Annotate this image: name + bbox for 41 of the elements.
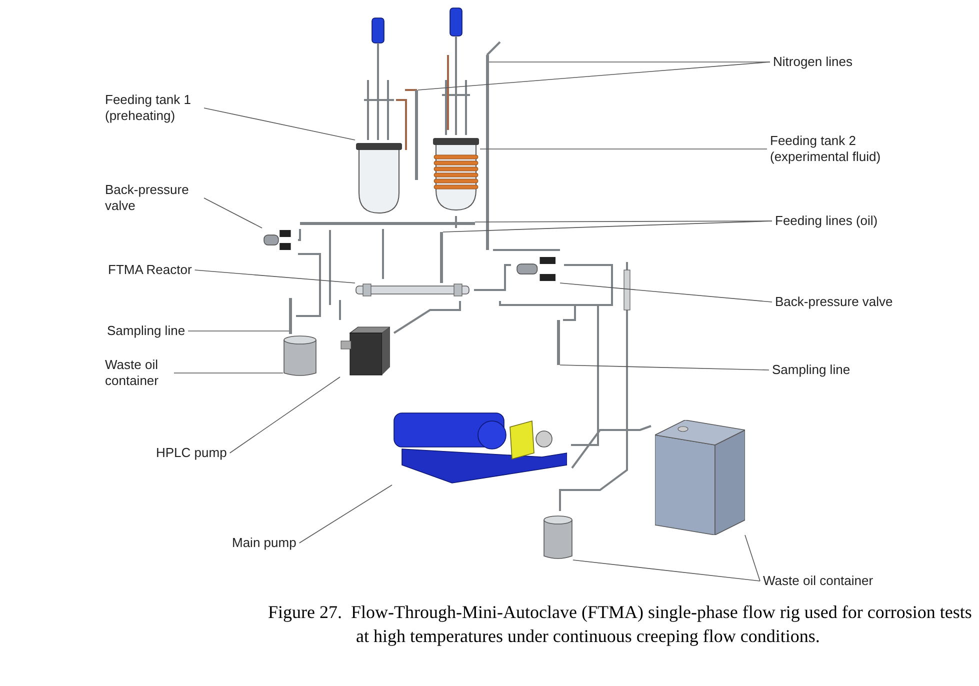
- feeding-tank-drawing: [432, 135, 480, 212]
- leader-line: [229, 376, 340, 454]
- pipe: [440, 232, 443, 283]
- leader-line: [194, 270, 356, 284]
- container-drawing: [655, 420, 745, 535]
- pipe: [557, 320, 560, 365]
- pump-drawing: [340, 325, 390, 377]
- reactor-tube-drawing: [355, 283, 470, 297]
- feeding-tank-drawing: [355, 140, 403, 215]
- container-drawing: [543, 515, 573, 560]
- leader-line: [442, 220, 772, 232]
- leader-line: [744, 534, 760, 582]
- leader-line: [480, 148, 768, 150]
- callout-label: Feeding lines (oil): [775, 213, 878, 229]
- callout-label: Sampling line: [772, 362, 850, 378]
- callout-label: FTMA Reactor: [108, 262, 192, 278]
- leader-line: [174, 372, 284, 374]
- container-drawing: [283, 335, 317, 377]
- callout-label: Feeding tank 1 (preheating): [105, 92, 201, 124]
- leader-line: [572, 560, 760, 582]
- callout-label: Back-pressure valve: [775, 294, 893, 310]
- leader-line: [188, 330, 290, 332]
- callout-label: Nitrogen lines: [773, 54, 852, 70]
- callout-label: Main pump: [232, 535, 296, 551]
- pipe: [415, 90, 418, 180]
- callout-label: Waste oil container: [105, 357, 171, 389]
- callout-label: Feeding tank 2 (experimental fluid): [770, 133, 898, 165]
- leader-line: [204, 198, 262, 228]
- figure-caption: Figure 27. Flow-Through-Mini-Autoclave (FTMA) single-phase flow rig used for corrosion tests at high temperatures under continuous creeping flow conditions.: [268, 601, 973, 648]
- leader-line: [298, 484, 392, 544]
- callout-label: HPLC pump: [156, 445, 227, 461]
- leader-line: [560, 364, 770, 370]
- leader-line: [204, 108, 356, 140]
- callout-label: Waste oil container: [763, 573, 874, 589]
- pipe: [289, 298, 292, 334]
- pipe: [300, 222, 475, 225]
- pipe: [486, 55, 489, 250]
- callout-label: Back-pressure valve: [105, 182, 201, 214]
- callout-label: Sampling line: [107, 323, 186, 339]
- valve-drawing: [262, 228, 294, 252]
- leader-line: [560, 282, 772, 302]
